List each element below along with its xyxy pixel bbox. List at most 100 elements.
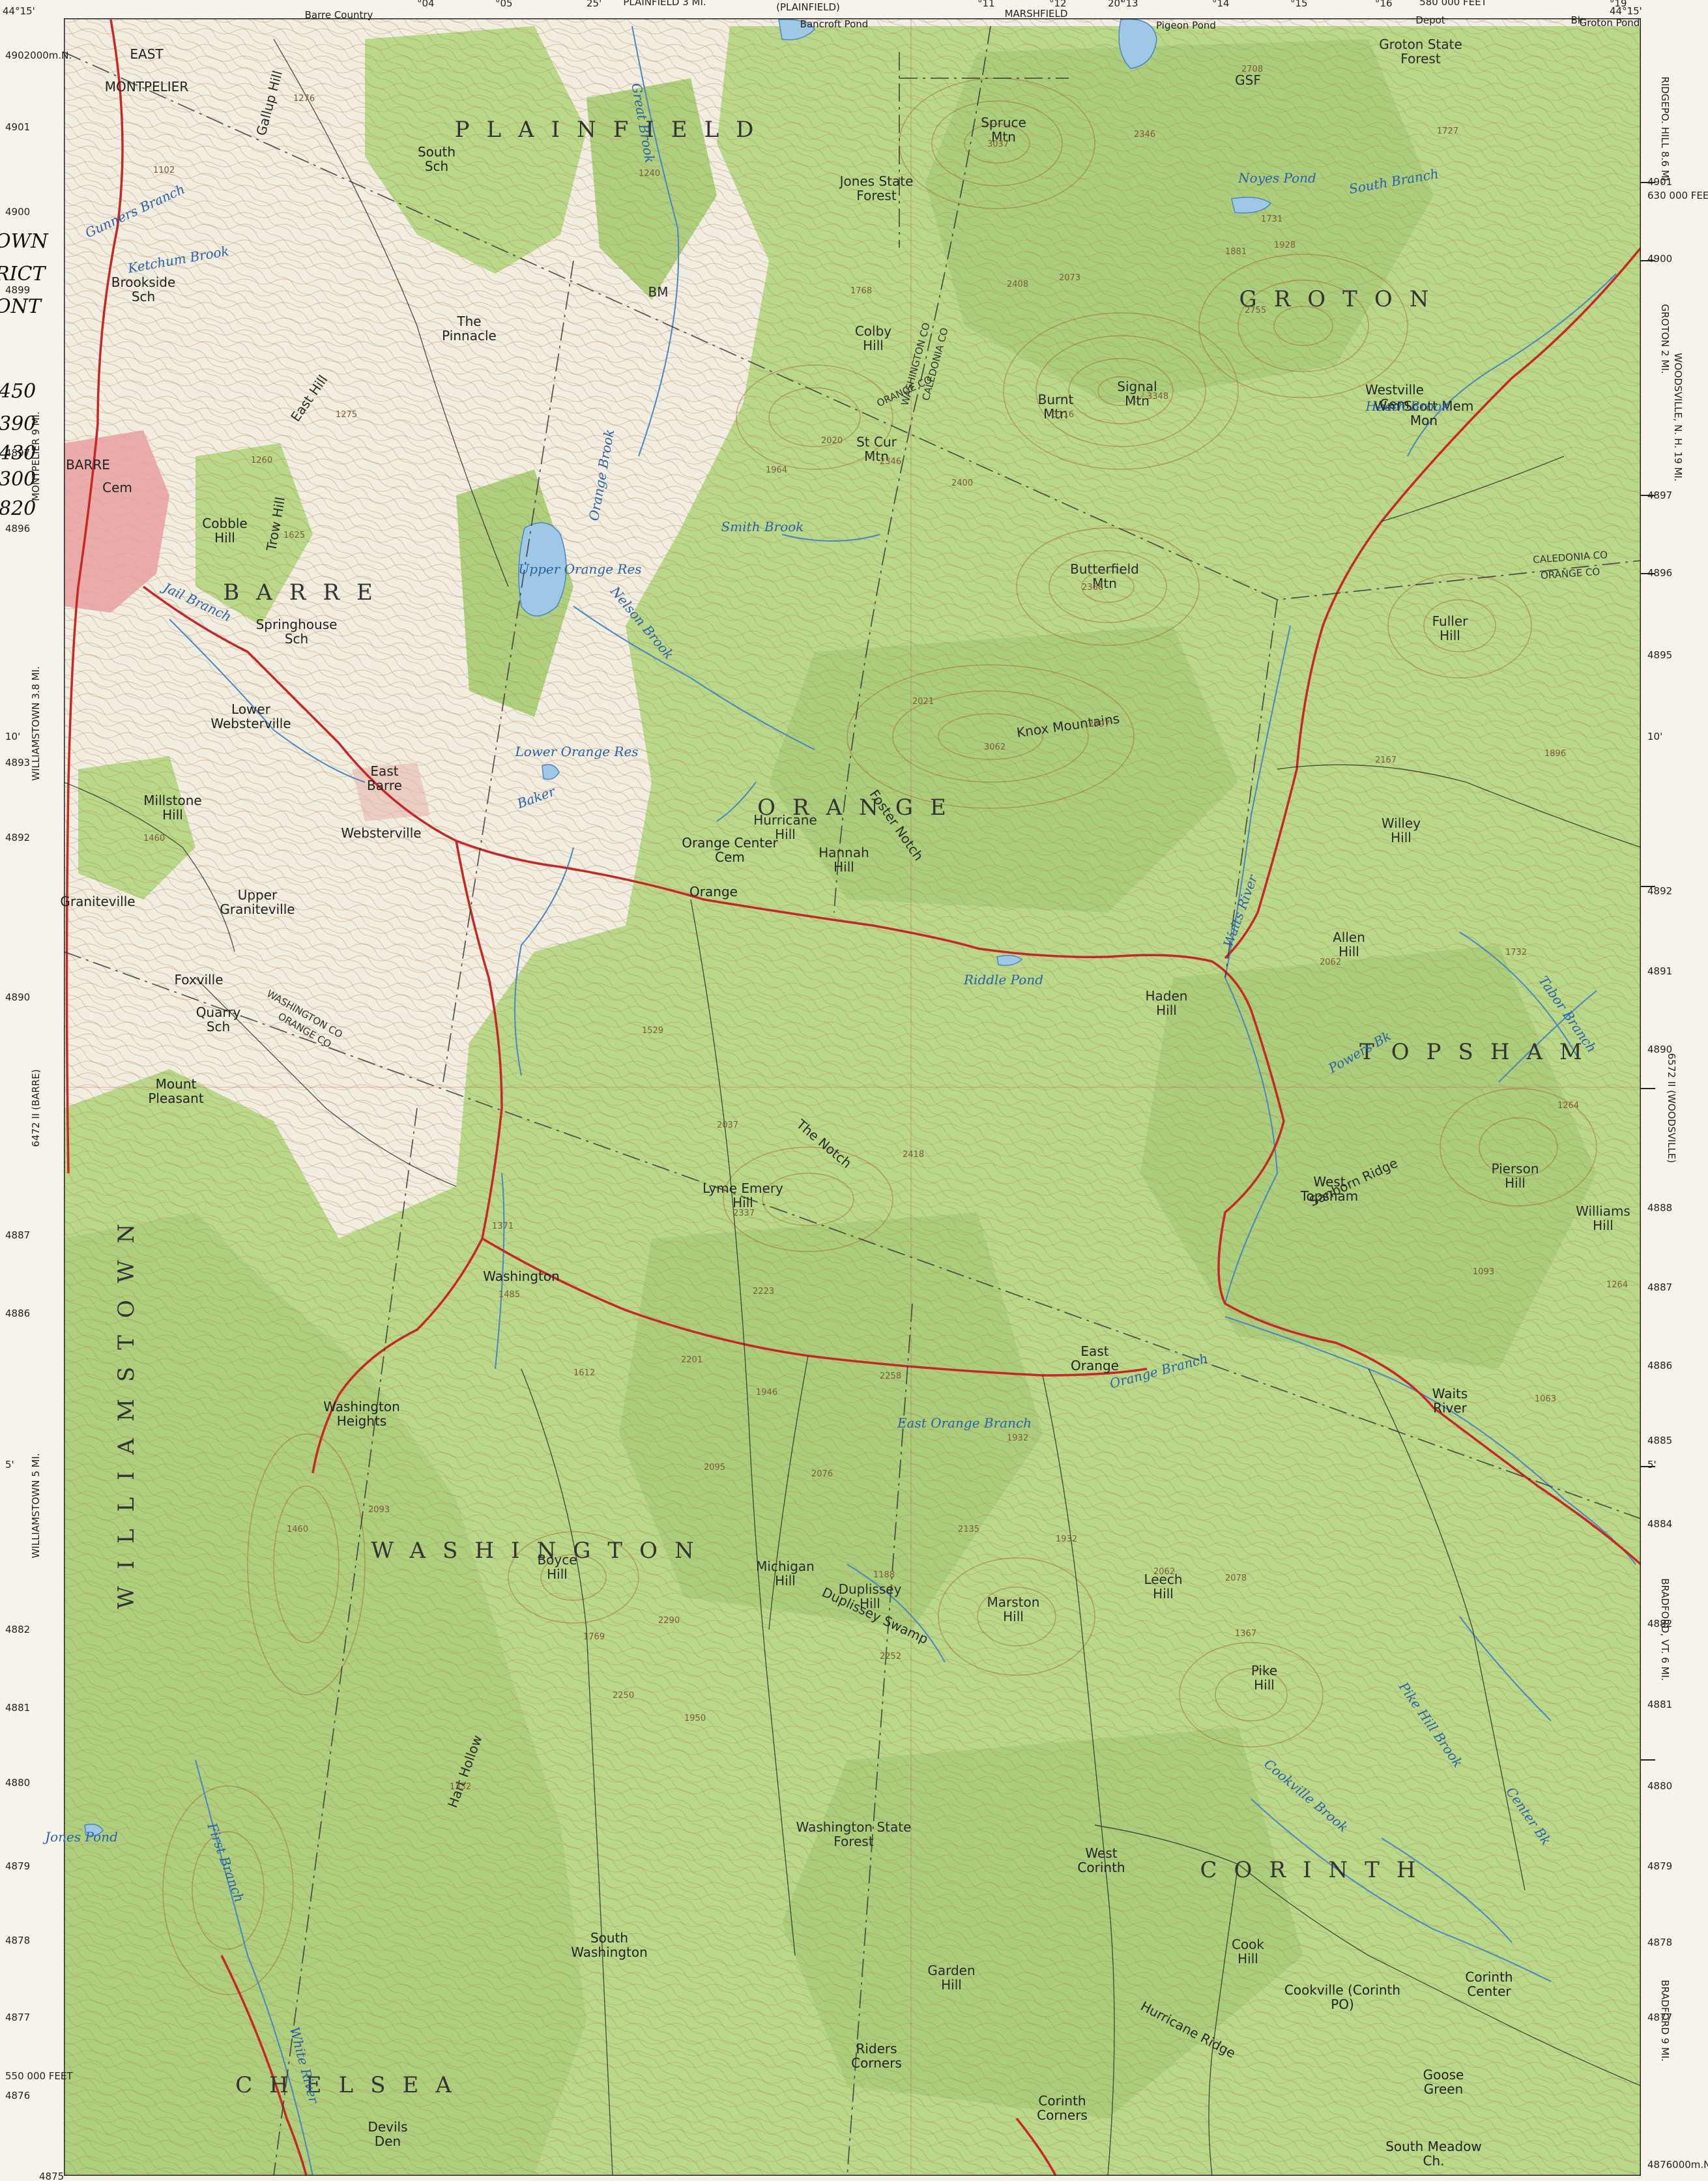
water-bodies — [84, 18, 1272, 1837]
feature-washington-state-forest-35-a: Washington State — [796, 1819, 912, 1835]
place-corinth-corners-26-a: Corinth — [1038, 2093, 1086, 2109]
elevation-43: 2250 — [613, 1691, 634, 1701]
feature-spruce-mtn-0-a: Spruce — [981, 115, 1026, 130]
right-tick-9: 4890 — [1647, 1044, 1672, 1055]
jones-pond — [84, 1823, 104, 1837]
elevation-7: 2755 — [1245, 306, 1266, 315]
place-springhouse-sch-4-a: Springhouse — [256, 617, 338, 632]
place-cobble-hill-3-a: Cobble — [202, 516, 247, 531]
place-goose-green-29-a: Goose — [1423, 2067, 1464, 2083]
elevation-34: 2076 — [811, 1469, 833, 1479]
margin-right-mid: GROTON 2 MI. — [1659, 304, 1671, 373]
left-margin — [0, 18, 64, 2181]
place-graniteville-8: Graniteville — [60, 894, 135, 909]
noyes-pond — [1231, 196, 1272, 214]
feature-washington-state-forest-35-b: Forest — [833, 1834, 874, 1849]
feature-boyce-hill-19-a: Boyce — [537, 1552, 577, 1568]
place-mount-pleasant-13-b: Pleasant — [148, 1090, 204, 1106]
feature-signal-mtn-4-a: Signal — [1117, 379, 1157, 394]
water-noyes-pond-3: Noyes Pond — [1238, 170, 1316, 186]
place-orange-center-cem-18-a: Orange Center — [682, 835, 778, 851]
place-east-0: EAST — [130, 46, 164, 62]
feature-pierson-hill-14-a: Pierson — [1491, 1161, 1539, 1177]
right-edge-ticks — [1641, 182, 1655, 1761]
place-devils-den-32-a: Devils — [368, 2119, 407, 2135]
feature-garden-hill-26-a: Garden — [927, 1963, 975, 1978]
feature-haden-hill-10-a: Haden — [1146, 988, 1188, 1004]
place-mount-pleasant-13-a: Mount — [156, 1076, 197, 1092]
elevation-16: 3348 — [1147, 392, 1168, 402]
elevation-12: 2346 — [880, 457, 901, 467]
top-label-groton-pond: Groton Pond — [1580, 17, 1640, 29]
place-foxville-10: Foxville — [174, 972, 223, 988]
feature-marston-hill-22-a: Marston — [987, 1594, 1040, 1610]
elevation-25: 2418 — [903, 1150, 924, 1160]
top-label-marshfield: MARSHFIELD — [1005, 8, 1068, 20]
top-label-580-000-feet: 580 000 FEET — [1419, 0, 1487, 8]
margin-right-top: RIDGEPO. HILL 8.6 MI. — [1659, 76, 1671, 184]
elevation-40: 1769 — [583, 1632, 605, 1642]
peak-contours — [162, 78, 1597, 1995]
margin-left-mid: WILLIAMSTOWN 3.8 MI. — [30, 666, 42, 781]
feature-colby-hill-1-a: Colby — [855, 323, 891, 339]
corner-top-left: 44°15' — [3, 5, 35, 17]
elevation-58: 1063 — [1535, 1394, 1556, 1404]
left-tick-4: 4896 — [5, 523, 30, 534]
feature-signal-mtn-4-b: Mtn — [1125, 393, 1150, 409]
left-tick-2: 4899 — [5, 284, 30, 296]
elevation-63: 1264 — [1557, 1101, 1579, 1111]
elevation-42: 2252 — [880, 1652, 901, 1661]
place-cookville-corinth-po-27-b: PO) — [1331, 1997, 1354, 2012]
town-chelsea: CHELSEA — [235, 2072, 469, 2098]
place-south-meadow-ch-30-a: South Meadow — [1385, 2139, 1482, 2154]
feature-allen-hill-11-a: Allen — [1333, 929, 1365, 945]
place-south-washington-24-b: Washington — [571, 1944, 648, 1960]
place-south-washington-24-a: South — [590, 1930, 628, 1946]
right-tick-1: 630 000 FEET — [1647, 190, 1708, 201]
feature-fuller-hill-13-b: Hill — [1440, 628, 1460, 643]
handwritten-300: 300 — [0, 468, 36, 491]
right-tick-13: 4885 — [1647, 1435, 1672, 1446]
place-orange-17: Orange — [689, 884, 738, 900]
place-washington-heights-20-a: Washington — [323, 1399, 400, 1414]
elevation-22: 1896 — [1544, 749, 1566, 759]
elevation-51: 1275 — [336, 410, 357, 420]
left-tick-15: 4879 — [5, 1860, 30, 1872]
place-waits-river-23-b: River — [1433, 1400, 1468, 1416]
feature-michigan-hill-20-a: Michigan — [756, 1559, 815, 1574]
place-the-pinnacle-16-b: Pinnacle — [442, 328, 497, 344]
handwritten-rict: RICT — [0, 263, 46, 285]
margin-left-low: WILLIAMSTOWN 5 MI. — [30, 1453, 42, 1558]
place-cem-35: Cem — [102, 480, 132, 495]
top-tick-13: °13 — [1121, 0, 1138, 9]
place-riders-corners-25-a: Riders — [856, 2041, 897, 2057]
margin-right-sheet: 6572 II (WOODSVILLE) — [1666, 1053, 1677, 1164]
left-tick-3: 4897 — [5, 447, 30, 459]
town-plainfield: PLAINFIELD — [455, 117, 771, 143]
elevation-13: 2400 — [951, 478, 973, 488]
place-cookville-corinth-po-27-a: Cookville (Corinth — [1284, 1982, 1400, 1998]
place-quarry-sch-11-a: Quarry — [196, 1004, 241, 1020]
place-south-sch-14-b: Sch — [425, 158, 448, 174]
left-tick-1: 4900 — [5, 206, 30, 218]
elevation-61: 1460 — [143, 834, 165, 843]
handwritten-820: 820 — [0, 497, 36, 520]
place-corinth-corners-26-b: Corners — [1037, 2107, 1088, 2123]
bottom-left-northing: 4875 — [39, 2171, 64, 2181]
elevation-47: 1460 — [287, 1525, 308, 1534]
place-waits-river-23-a: Waits — [1432, 1386, 1468, 1401]
town-barre: BARRE — [223, 579, 390, 606]
right-tick-6: 10' — [1647, 731, 1662, 742]
town-corinth: CORINTH — [1200, 1857, 1433, 1883]
top-tick-25: 25' — [586, 0, 601, 9]
bancroft-pond — [778, 19, 815, 40]
elevation-38: 2062 — [1153, 1567, 1175, 1577]
elevation-50: 1260 — [251, 456, 272, 465]
contour-texture-2 — [64, 18, 1641, 2176]
left-tick-16: 4878 — [5, 1935, 30, 1946]
elevation-45: 2093 — [368, 1505, 390, 1515]
elevation-46: 1612 — [573, 1368, 595, 1378]
place-west-corinth-31-a: West — [1085, 1845, 1117, 1861]
feature-groton-state-forest-33-b: Forest — [1400, 51, 1441, 66]
